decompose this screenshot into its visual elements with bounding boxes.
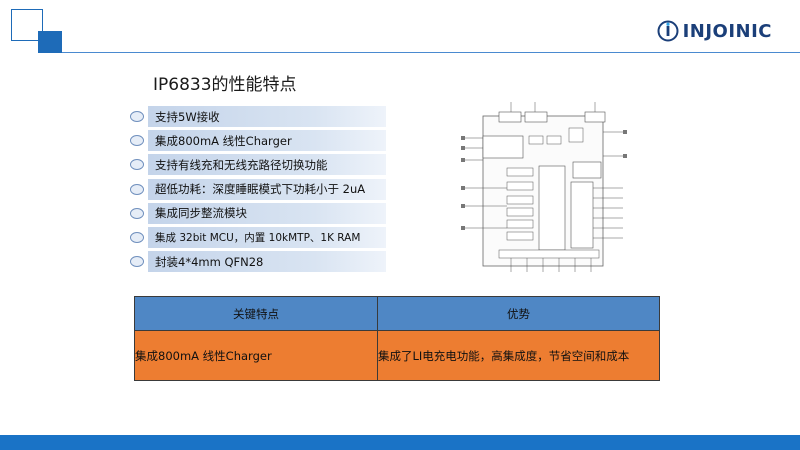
list-item: 支持5W接收 [128,106,386,127]
table-cell: 集成800mA 线性Charger [135,331,378,380]
list-item: 集成同步整流模块 [128,202,386,224]
bullet-icon [130,231,144,243]
brand-logo: INJOINIC [657,20,772,42]
table-header-cell: 关键特点 [135,297,378,330]
footer-bar [0,435,800,450]
feature-band [148,178,386,200]
table-cell: 集成了LI电充电功能，高集成度，节省空间和成本 [378,348,630,363]
brand-name: INJOINIC [682,20,772,42]
feature-band [148,106,386,127]
feature-band [148,202,386,224]
block-diagram [461,102,627,272]
feature-text: 集成800mA 线性Charger [155,133,292,148]
feature-list: 支持5W接收 集成800mA 线性Charger 支持有线充和无线充路径切换功能… [128,106,386,275]
feature-table: 关键特点 优势 集成800mA 线性Charger 集成了LI电充电功能，高集成… [134,296,660,381]
table-header-cell: 优势 [507,306,530,321]
feature-text: 超低功耗：深度睡眠模式下功耗小于 2uA [155,182,366,197]
feature-text: 集成 32bit MCU，内置 10kMTP、1K RAM [155,231,361,244]
list-item: 封装4*4mm QFN28 [128,251,386,273]
feature-band [148,130,386,152]
bullet-icon [130,256,144,268]
bullet-icon [130,159,144,171]
table-row: 集成800mA 线性Charger 集成了LI电充电功能，高集成度，节省空间和成… [135,330,659,380]
header-divider [62,52,800,53]
bullet-icon [130,111,144,122]
corner-square-filled [38,31,62,53]
feature-band [148,251,386,273]
list-item: 集成800mA 线性Charger [128,130,386,152]
corner-square-outline [11,9,43,41]
bullet-icon [130,207,144,219]
feature-text: 支持有线充和无线充路径切换功能 [155,157,328,172]
list-item: 集成 32bit MCU，内置 10kMTP、1K RAM [128,226,386,248]
bullet-icon [130,135,144,147]
list-item: 超低功耗：深度睡眠模式下功耗小于 2uA [128,178,386,200]
feature-band [148,226,386,248]
page-title: IP6833的性能特点 [153,75,297,95]
feature-band [148,154,386,176]
bullet-icon [130,183,144,195]
table-header-row: 关键特点 优势 [135,297,659,330]
feature-text: 支持5W接收 [155,109,220,124]
feature-text: 封装4*4mm QFN28 [155,254,264,269]
injoinic-logo-icon [657,20,679,42]
list-item: 支持有线充和无线充路径切换功能 [128,154,386,176]
feature-text: 集成同步整流模块 [155,206,247,221]
